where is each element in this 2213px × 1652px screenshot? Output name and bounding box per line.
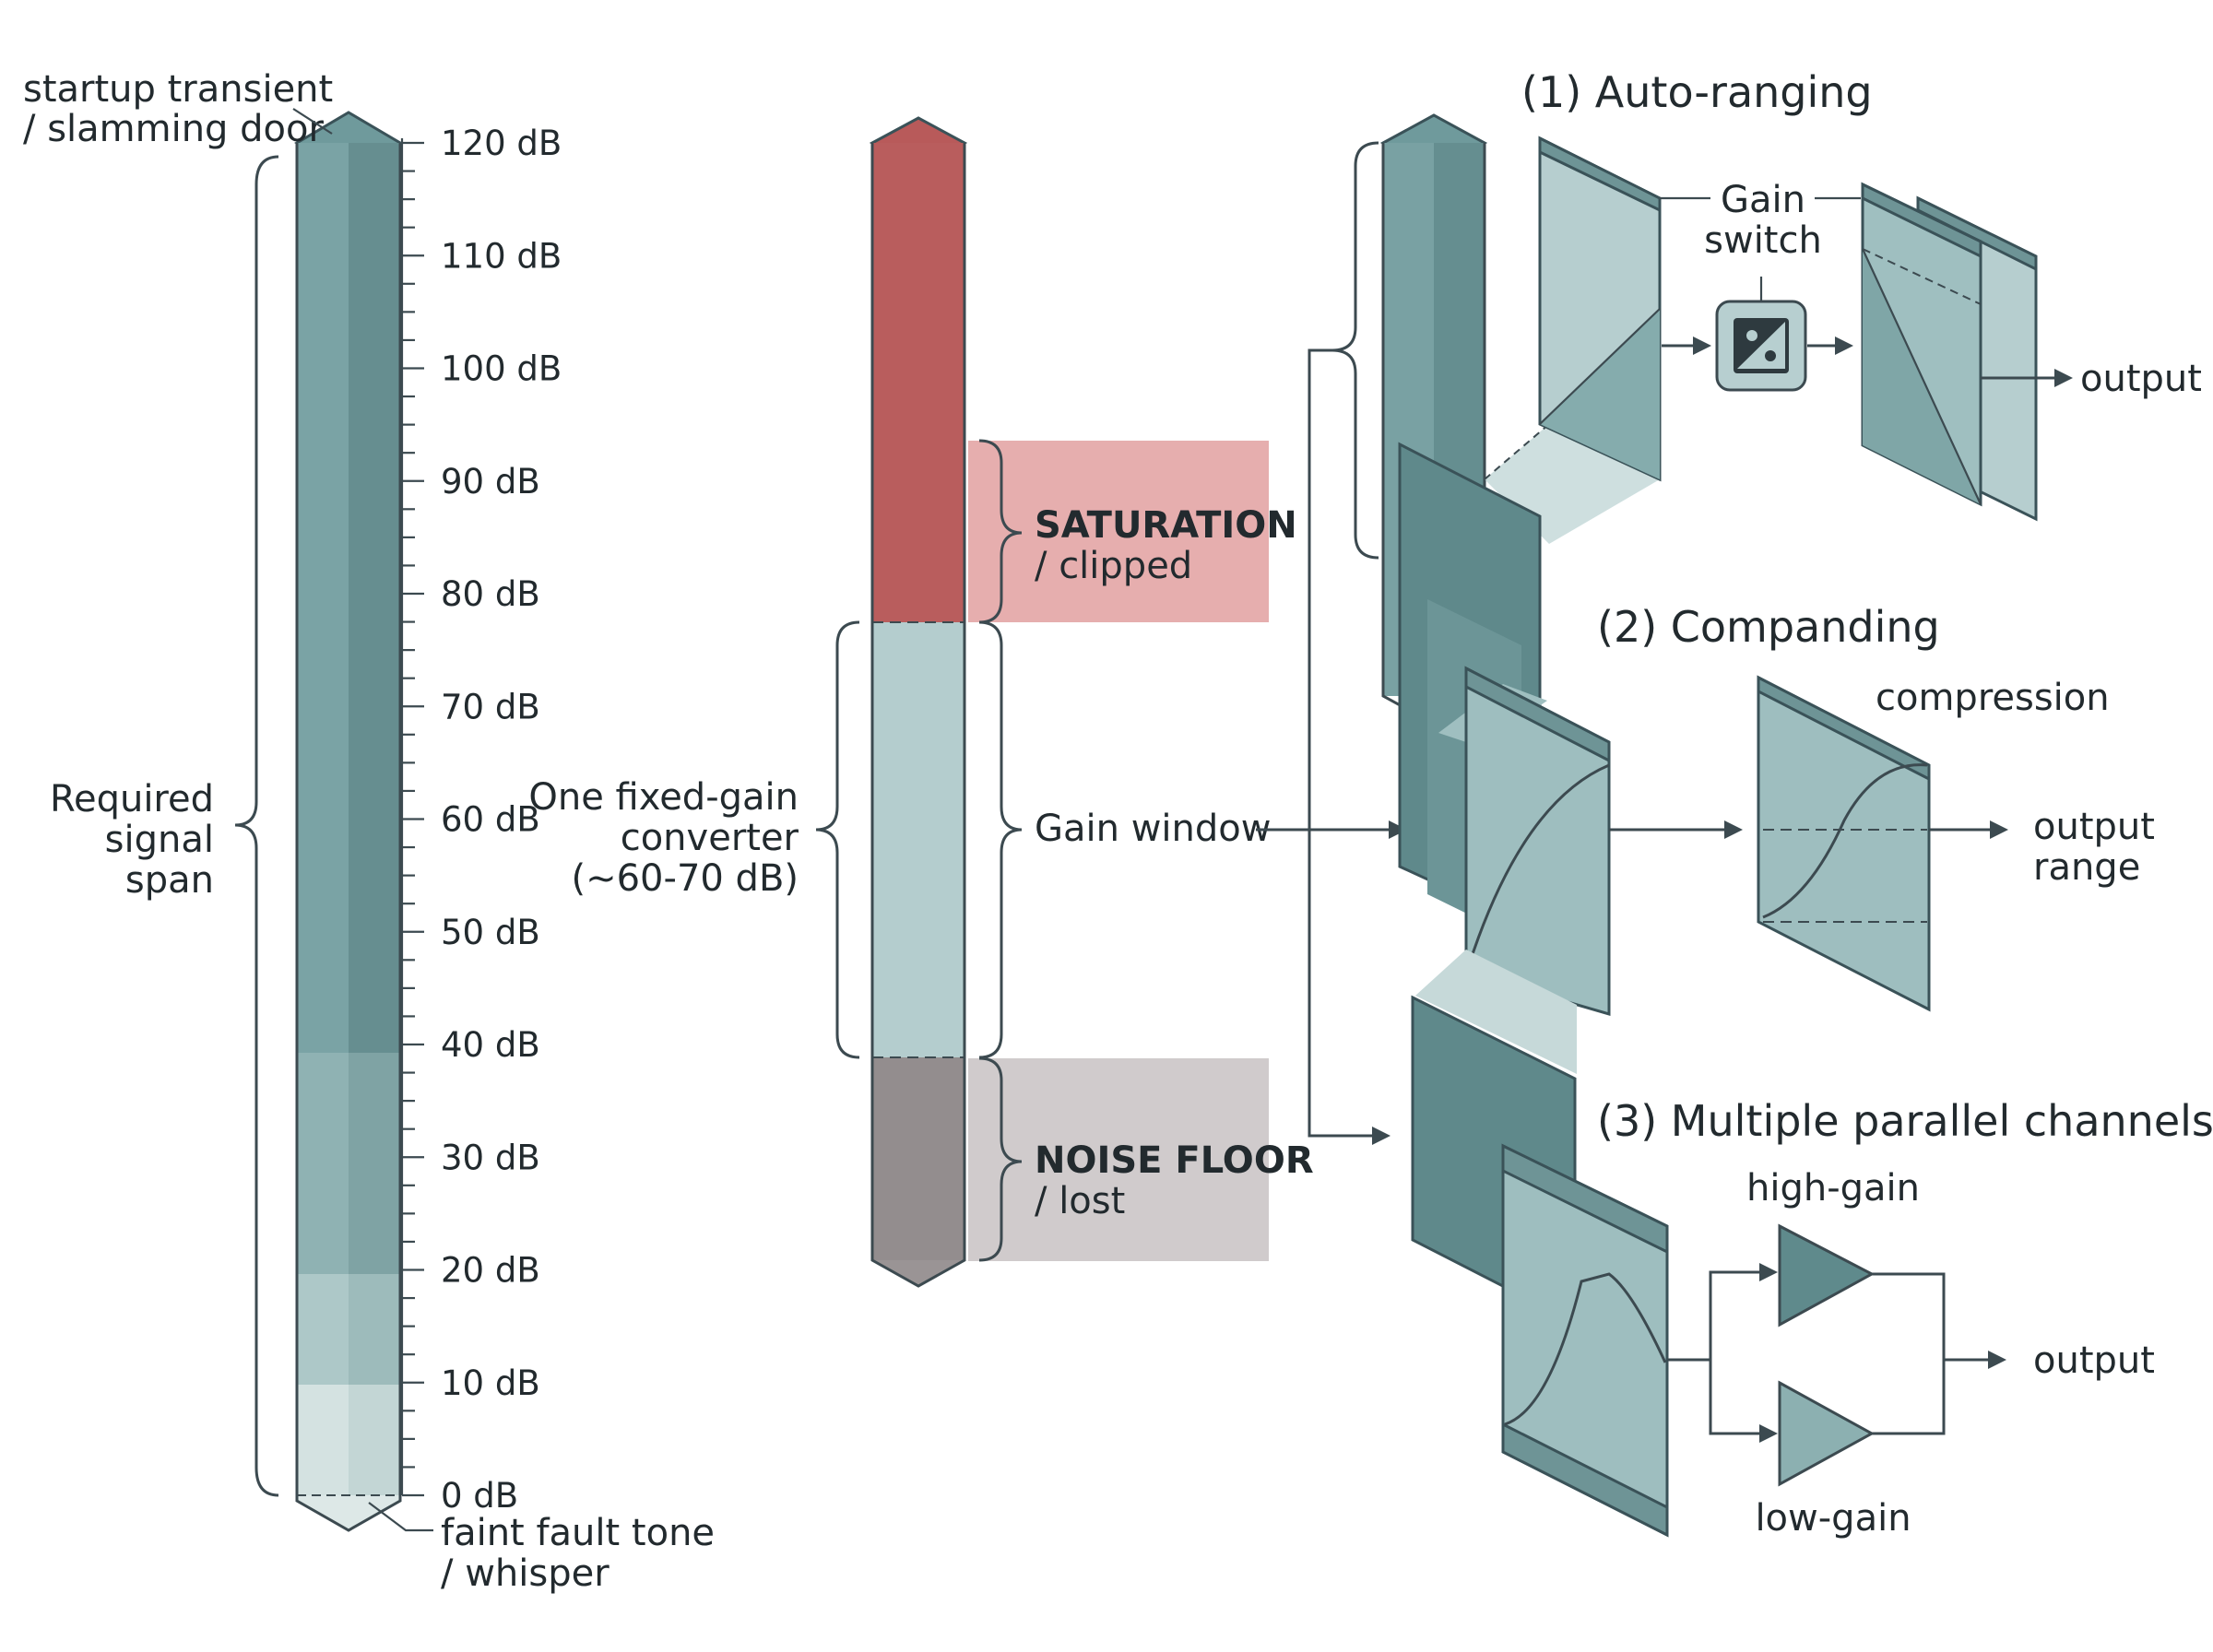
tick-label: 10 dB: [441, 1363, 540, 1403]
tick-label: 20 dB: [441, 1251, 540, 1291]
bottom-note-leader: [368, 1502, 433, 1532]
db-scale-axis: 120 dB 110 dB 100 dB 90 dB 80 dB 70 dB 60 dB 50…: [400, 124, 562, 1516]
tick-label: 0 dB: [441, 1476, 518, 1516]
tick-label: 50 dB: [441, 913, 540, 952]
companding-arrow: [1609, 820, 1743, 839]
noise-title: NOISE FLOOR: [1035, 1139, 1314, 1182]
converter-label-line3: (~60-70 dB): [571, 857, 799, 900]
companding-title: (2) Companding: [1597, 602, 1940, 652]
tick-label: 60 dB: [441, 800, 540, 840]
converter-bar: [869, 116, 1269, 1288]
tick-label: 110 dB: [441, 236, 562, 276]
high-gain-amplifier-icon: [1778, 1223, 1876, 1328]
saturation-sub: / clipped: [1035, 545, 1192, 587]
converter-label-line2: converter: [621, 817, 799, 859]
span-label-line1: Required: [50, 778, 214, 820]
noise-sub: / lost: [1035, 1180, 1125, 1222]
auto-output-label: output: [2080, 358, 2202, 400]
companding-output-line2: range: [2033, 846, 2140, 889]
bottom-note-line1: faint fault tone: [441, 1512, 715, 1554]
auto-panel-input: [1538, 136, 1662, 482]
span-brace: [234, 155, 279, 1497]
parallel-split-lines: [1667, 1263, 1778, 1443]
tick-label: 40 dB: [441, 1025, 540, 1065]
methods-brace: [1331, 141, 1379, 560]
noise-box: [968, 1058, 1269, 1261]
feed-arrows: [1308, 348, 1391, 1145]
gain-window-label: Gain window: [1035, 808, 1271, 850]
noise-brace: [978, 1056, 1023, 1262]
gain-switch-arrow-in: [1662, 336, 1711, 355]
tick-label: 80 dB: [441, 574, 540, 614]
high-gain-label: high-gain: [1746, 1167, 1920, 1210]
auto-ranging-title: (1) Auto-ranging: [1521, 67, 1873, 117]
span-label-line3: span: [125, 859, 214, 902]
parallel-input-panel: [1501, 1143, 1669, 1538]
bottom-note-line2: / whisper: [441, 1552, 609, 1595]
gain-switch-line2: switch: [1704, 219, 1822, 262]
companding-output-panel: [1757, 675, 1931, 1012]
required-span-bar: [294, 111, 403, 1532]
top-note-line1: startup transient: [23, 68, 333, 111]
compression-label: compression: [1876, 677, 2110, 719]
auto-panel-output: [1861, 182, 2038, 522]
saturation-title: SATURATION: [1035, 504, 1297, 547]
tick-label: 90 dB: [441, 462, 540, 502]
tick-label: 100 dB: [441, 349, 562, 389]
top-note-leader: [292, 108, 333, 135]
gain-switch-line1: Gain: [1721, 179, 1805, 221]
auto-output-arrow: [1981, 369, 2073, 387]
gain-window-arrow: [1256, 820, 1407, 839]
converter-label-line1: One fixed-gain: [528, 776, 799, 819]
gain-switch-icon: [1715, 300, 1807, 392]
tick-label: 120 dB: [441, 124, 562, 163]
companding-output-line1: output: [2033, 806, 2155, 848]
tick-label: 70 dB: [441, 687, 540, 726]
companding-output-arrow: [1929, 820, 2008, 839]
window-brace: [978, 620, 1023, 1059]
low-gain-label: low-gain: [1755, 1497, 1911, 1540]
parallel-merge-lines: [1872, 1272, 2006, 1435]
saturation-brace: [978, 439, 1023, 624]
parallel-output-label: output: [2033, 1339, 2155, 1382]
tick-label: 30 dB: [441, 1138, 540, 1177]
span-label-line2: signal: [105, 819, 214, 861]
converter-brace: [815, 620, 860, 1059]
top-note-line2: / slamming door: [23, 108, 324, 150]
gain-switch-arrow-out: [1807, 336, 1853, 355]
parallel-title: (3) Multiple parallel channels: [1597, 1096, 2213, 1146]
low-gain-amplifier-icon: [1778, 1380, 1876, 1487]
companding-input-panel: [1464, 666, 1611, 1016]
